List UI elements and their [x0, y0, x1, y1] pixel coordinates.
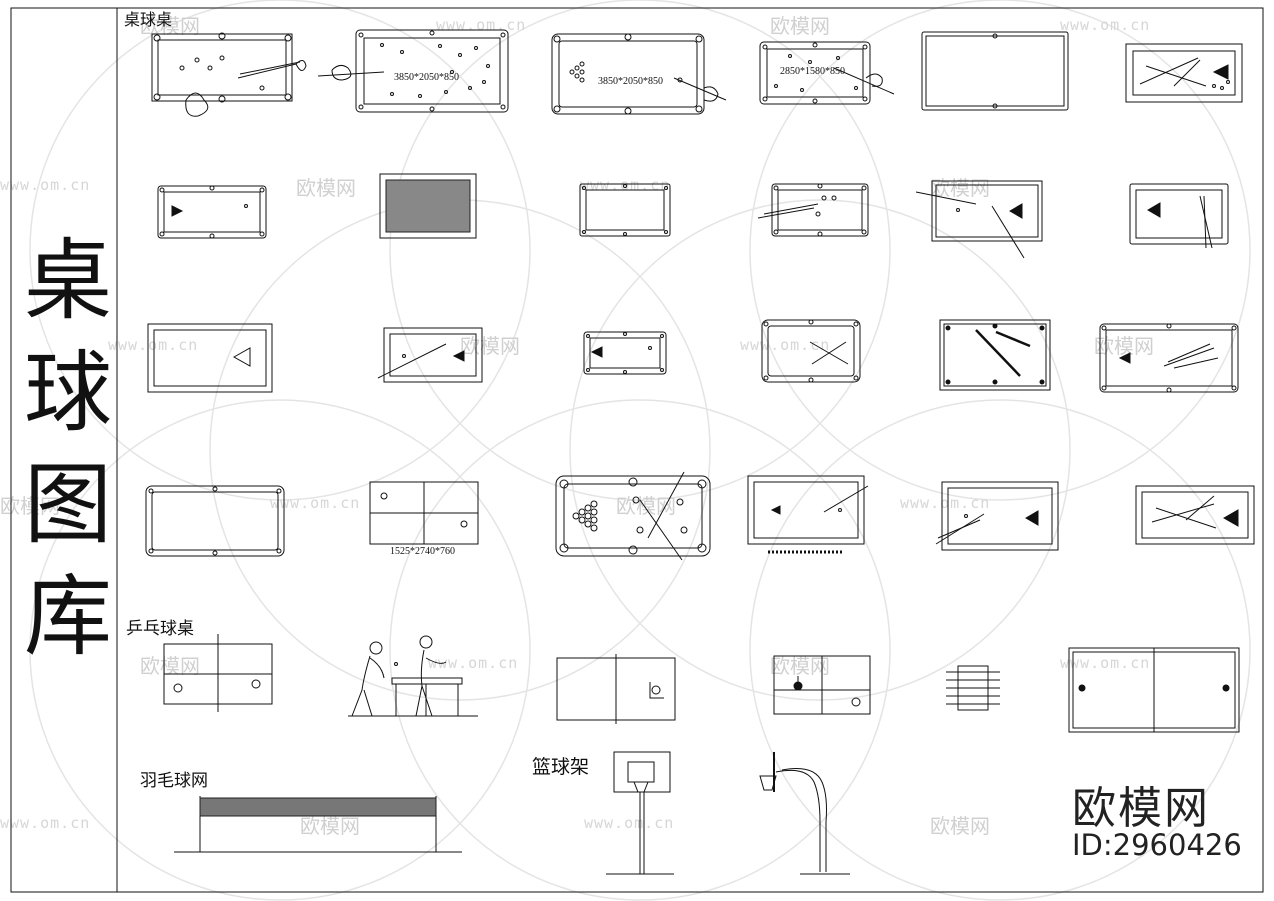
side-title-char: 库 [23, 565, 112, 668]
watermark-logo: 欧模网 [300, 814, 360, 838]
basketball-hoop-side [759, 752, 850, 875]
watermark-url: www.om.cn [428, 654, 519, 672]
billiard-table-9 [579, 183, 671, 237]
billiard-table-8 [379, 173, 477, 239]
billiard-table-15 [583, 331, 667, 375]
section-label-billiard: 桌球桌 [124, 10, 173, 29]
billiard-table-5 [921, 31, 1069, 111]
outer-frame [10, 7, 1264, 893]
billiard-table-7 [157, 185, 267, 239]
foosball-table [946, 665, 1000, 711]
billiard-table-11 [915, 180, 1043, 259]
pingpong-table-3 [556, 654, 676, 724]
section-label-basketball: 篮球架 [532, 756, 590, 778]
watermark-id: ID:2960426 [1072, 828, 1242, 862]
section-label-pingpong: 乒乓球桌 [126, 619, 194, 639]
billiard-table-22 [935, 481, 1059, 551]
billiard-table-4 [759, 41, 895, 105]
billiard-table-18 [1099, 323, 1239, 393]
watermark-logo: 欧模网 [0, 494, 60, 518]
pingpong-table-4 [773, 655, 871, 715]
pingpong-table-2 [163, 634, 273, 712]
watermark-url: www.om.cn [900, 494, 991, 512]
watermark-url: www.om.cn [584, 814, 675, 832]
section-label-badminton: 羽毛球网 [140, 771, 208, 791]
dimension-label: 1525*2740*760 [390, 546, 455, 557]
badminton-net [174, 796, 462, 853]
dimension-label: 3850*2050*850 [394, 72, 459, 83]
billiard-table-20 [555, 471, 711, 561]
watermark-logo: 欧模网 [930, 814, 990, 838]
billiard-table-3 [551, 33, 727, 115]
watermark-logo: 欧模网 [770, 654, 830, 678]
pingpong-players-elevation [348, 635, 478, 717]
billiard-table-6 [1125, 43, 1243, 103]
pingpong-table-5 [1068, 647, 1240, 733]
billiard-table-13 [147, 323, 273, 393]
billiard-table-10 [757, 183, 869, 237]
watermark-url: www.om.cn [0, 176, 91, 194]
billiard-table-14 [377, 327, 483, 383]
watermark-logo: 欧模网 [770, 14, 830, 38]
side-title-char: 图 [23, 453, 112, 556]
watermark-url: www.om.cn [270, 494, 361, 512]
side-title: 桌 球 图 库 [18, 225, 118, 675]
billiard-table-21 [747, 475, 869, 554]
basketball-hoop-front [606, 751, 674, 875]
billiard-table-1 [151, 32, 307, 117]
billiard-table-2 [317, 29, 509, 113]
billiard-table-16 [761, 319, 861, 383]
watermark-url: www.om.cn [1060, 654, 1151, 672]
pingpong-table-top-1 [369, 481, 479, 545]
billiard-table-23 [1135, 485, 1255, 545]
watermark-url: www.om.cn [1060, 16, 1151, 34]
side-title-char: 桌 [23, 229, 112, 332]
side-title-char: 球 [23, 341, 112, 444]
billiard-table-19 [145, 485, 285, 557]
billiard-table-17 [939, 319, 1051, 391]
dimension-label: 2850*1580*850 [780, 66, 845, 77]
watermark-url: www.om.cn [0, 814, 91, 832]
watermark-url: www.om.cn [108, 336, 199, 354]
watermark-logo: 欧模网 [1094, 334, 1154, 358]
watermark-logo: 欧模网 [460, 334, 520, 358]
billiard-table-12 [1129, 183, 1229, 249]
watermark-brand: 欧模网 [1072, 783, 1210, 834]
dimension-label: 3850*2050*850 [598, 76, 663, 87]
watermark-logo: 欧模网 [296, 176, 356, 200]
watermark-logo: 欧模网 [930, 176, 990, 200]
